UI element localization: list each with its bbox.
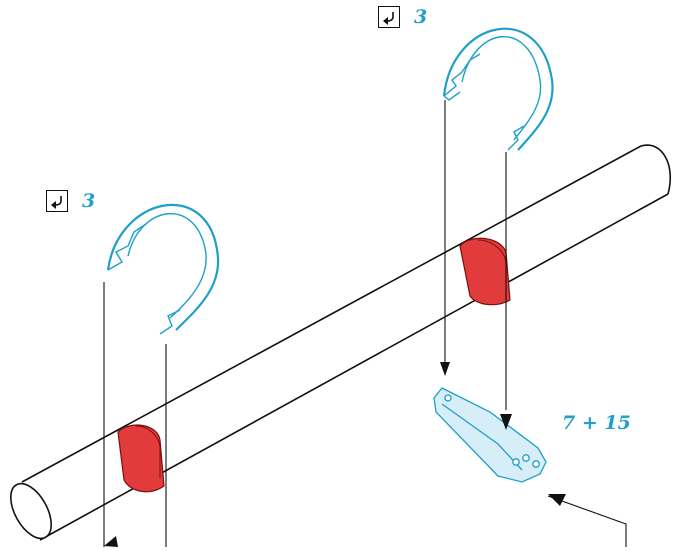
hinge-bracket <box>433 387 547 483</box>
hook-clip-top <box>442 27 554 151</box>
pipe-far-end <box>640 144 672 195</box>
hook-clip-left <box>106 203 220 335</box>
arrow-down-icon <box>500 414 512 430</box>
callout-left-count: 3 <box>82 190 96 212</box>
arrow-down-icon <box>440 362 450 376</box>
return-arrow-icon <box>46 190 68 212</box>
bracket-part-label: 7 + 15 <box>562 412 631 434</box>
arrow-left-icon <box>548 494 566 506</box>
callout-top-count: 3 <box>414 6 428 28</box>
grommet-right <box>459 237 511 306</box>
arrow-up-icon <box>104 536 118 547</box>
pipe <box>10 144 672 541</box>
return-arrow-icon <box>378 6 400 28</box>
pipe-top-edge <box>21 145 642 483</box>
leader-lines <box>103 100 627 547</box>
pipe-end-cap <box>10 482 52 540</box>
grommet-left <box>117 424 165 493</box>
arrowheads <box>104 362 566 547</box>
